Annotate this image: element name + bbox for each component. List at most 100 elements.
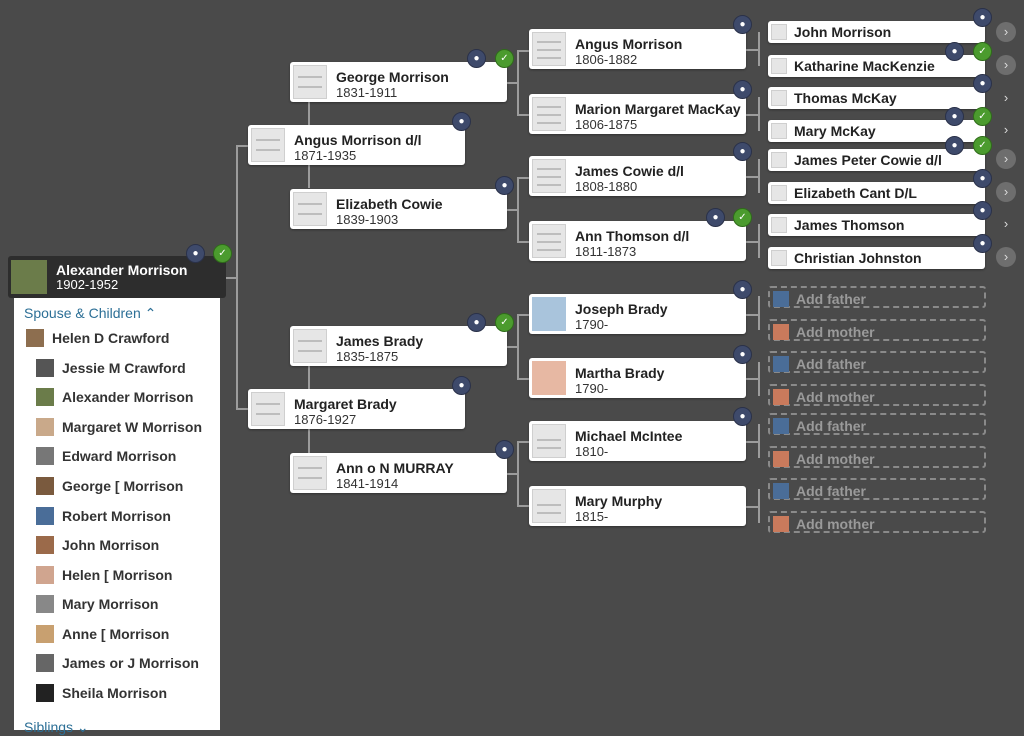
person-silhouette-icon xyxy=(36,507,54,525)
chevron-right-icon[interactable]: › xyxy=(996,149,1016,169)
family-icon[interactable]: ● xyxy=(973,169,992,188)
person-card[interactable]: Elizabeth Cowie 1839-1903 xyxy=(290,189,507,229)
family-icon[interactable]: ● xyxy=(733,280,752,299)
child-item[interactable]: Edward Morrison xyxy=(36,447,176,465)
person-card[interactable]: Elizabeth Cant D/L xyxy=(768,182,985,204)
child-item[interactable]: Robert Morrison xyxy=(36,507,171,525)
siblings-label: Siblings xyxy=(24,719,74,735)
person-card[interactable]: Angus Morrison d/l 1871-1935 xyxy=(248,125,465,165)
person-dates: 1806-1875 xyxy=(575,117,638,132)
person-dates: 1810- xyxy=(575,444,609,459)
family-icon[interactable]: ● xyxy=(945,42,964,61)
person-card[interactable]: Margaret Brady 1876-1927 xyxy=(248,389,465,429)
child-item[interactable]: George [ Morrison xyxy=(36,477,183,495)
person-add-icon xyxy=(773,451,789,467)
child-item[interactable]: James or J Morrison xyxy=(36,654,199,672)
family-icon[interactable]: ● xyxy=(495,176,514,195)
person-card[interactable]: Joseph Brady 1790- xyxy=(529,294,746,334)
person-name: James Cowie d/l xyxy=(575,163,684,179)
chevron-right-icon[interactable]: › xyxy=(1003,216,1009,231)
person-photo xyxy=(771,185,787,201)
family-icon[interactable]: ● xyxy=(973,74,992,93)
person-add-icon xyxy=(773,418,789,434)
avatar xyxy=(36,566,54,584)
family-icon[interactable]: ● xyxy=(733,407,752,426)
person-card[interactable]: Angus Morrison 1806-1882 xyxy=(529,29,746,69)
person-card[interactable]: Marion Margaret MacKay 1806-1875 xyxy=(529,94,746,134)
family-icon[interactable]: ● xyxy=(945,136,964,155)
chevron-right-icon[interactable]: › xyxy=(996,55,1016,75)
leaf-hint-icon[interactable]: ✓ xyxy=(495,49,514,68)
family-icon[interactable]: ● xyxy=(733,80,752,99)
family-icon[interactable]: ● xyxy=(733,15,752,34)
add-father-button[interactable]: Add father xyxy=(768,478,986,500)
family-icon[interactable]: ● xyxy=(945,107,964,126)
child-item[interactable]: Anne [ Morrison xyxy=(36,625,169,643)
person-card[interactable]: Michael McIntee 1810- xyxy=(529,421,746,461)
child-item[interactable]: Alexander Morrison xyxy=(36,388,193,406)
person-name: Elizabeth Cowie xyxy=(336,196,443,212)
leaf-hint-icon[interactable]: ✓ xyxy=(733,208,752,227)
person-dates: 1790- xyxy=(575,317,609,332)
family-icon[interactable]: ● xyxy=(733,345,752,364)
person-card[interactable]: James Peter Cowie d/l xyxy=(768,149,985,171)
child-item[interactable]: Helen [ Morrison xyxy=(36,566,172,584)
person-card[interactable]: John Morrison xyxy=(768,21,985,43)
spouse-item[interactable]: Helen D Crawford xyxy=(26,329,170,347)
child-name: Margaret W Morrison xyxy=(62,419,203,435)
family-icon[interactable]: ● xyxy=(186,244,205,263)
siblings-toggle[interactable]: Siblings ⌄ xyxy=(24,719,89,736)
person-add-icon xyxy=(773,483,789,499)
child-item[interactable]: Sheila Morrison xyxy=(36,684,167,702)
child-item[interactable]: Margaret W Morrison xyxy=(36,418,203,436)
person-card[interactable]: James Thomson xyxy=(768,214,985,236)
chevron-right-icon[interactable]: › xyxy=(996,22,1016,42)
person-card[interactable]: Katharine MacKenzie xyxy=(768,55,985,77)
family-icon[interactable]: ● xyxy=(973,201,992,220)
child-item[interactable]: Jessie M Crawford xyxy=(36,359,186,377)
person-card[interactable]: Thomas McKay xyxy=(768,87,985,109)
add-father-button[interactable]: Add father xyxy=(768,286,986,308)
person-card[interactable]: George Morrison 1831-1911 xyxy=(290,62,507,102)
spouse-name: Helen D Crawford xyxy=(52,330,170,346)
person-card[interactable]: Mary Murphy 1815- xyxy=(529,486,746,526)
root-person-card[interactable]: Alexander Morrison 1902-1952 xyxy=(8,256,226,298)
add-mother-button[interactable]: Add mother xyxy=(768,384,986,406)
chevron-right-icon[interactable]: › xyxy=(1003,90,1009,105)
person-card[interactable]: James Brady 1835-1875 xyxy=(290,326,507,366)
family-icon[interactable]: ● xyxy=(495,440,514,459)
leaf-hint-icon[interactable]: ✓ xyxy=(973,136,992,155)
person-name: Mary Murphy xyxy=(575,493,663,509)
family-icon[interactable]: ● xyxy=(706,208,725,227)
leaf-hint-icon[interactable]: ✓ xyxy=(973,107,992,126)
leaf-hint-icon[interactable]: ✓ xyxy=(495,313,514,332)
person-card[interactable]: Mary McKay xyxy=(768,120,985,142)
child-item[interactable]: John Morrison xyxy=(36,536,159,554)
avatar xyxy=(36,536,54,554)
add-father-button[interactable]: Add father xyxy=(768,413,986,435)
person-card[interactable]: Ann Thomson d/l 1811-1873 xyxy=(529,221,746,261)
add-mother-button[interactable]: Add mother xyxy=(768,319,986,341)
person-card[interactable]: Martha Brady 1790- xyxy=(529,358,746,398)
family-icon[interactable]: ● xyxy=(452,376,471,395)
family-icon[interactable]: ● xyxy=(467,313,486,332)
family-icon[interactable]: ● xyxy=(467,49,486,68)
leaf-hint-icon[interactable]: ✓ xyxy=(213,244,232,263)
family-icon[interactable]: ● xyxy=(973,234,992,253)
person-card[interactable]: Ann o N MURRAY 1841-1914 xyxy=(290,453,507,493)
leaf-hint-icon[interactable]: ✓ xyxy=(973,42,992,61)
chevron-right-icon[interactable]: › xyxy=(1003,122,1009,137)
family-icon[interactable]: ● xyxy=(733,142,752,161)
add-father-button[interactable]: Add father xyxy=(768,351,986,373)
chevron-right-icon[interactable]: › xyxy=(996,247,1016,267)
person-card[interactable]: James Cowie d/l 1808-1880 xyxy=(529,156,746,196)
add-father-label: Add father xyxy=(796,418,866,434)
person-card[interactable]: Christian Johnston xyxy=(768,247,985,269)
add-mother-button[interactable]: Add mother xyxy=(768,511,986,533)
add-mother-button[interactable]: Add mother xyxy=(768,446,986,468)
family-icon[interactable]: ● xyxy=(452,112,471,131)
spouse-children-toggle[interactable]: Spouse & Children ⌃ xyxy=(24,305,156,322)
family-icon[interactable]: ● xyxy=(973,8,992,27)
chevron-right-icon[interactable]: › xyxy=(996,182,1016,202)
child-item[interactable]: Mary Morrison xyxy=(36,595,158,613)
